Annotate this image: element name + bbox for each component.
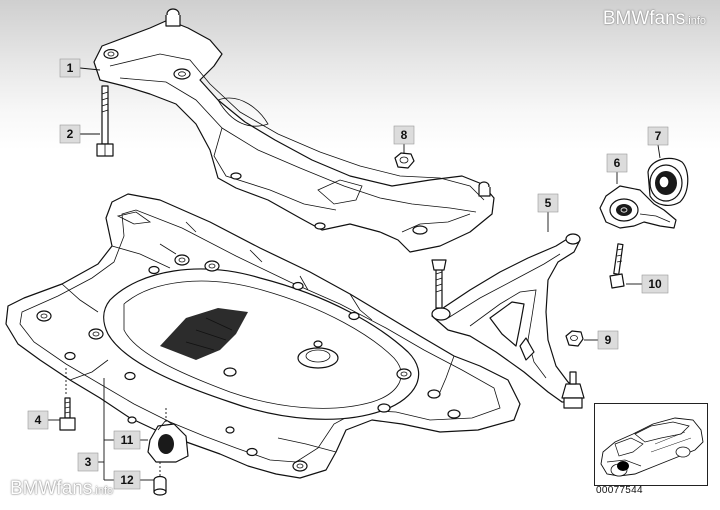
callout-label-10: 10 xyxy=(648,277,662,291)
callout-2[interactable]: 2 xyxy=(59,124,81,144)
hex-nut-8 xyxy=(394,152,415,169)
hex-bolt-2 xyxy=(96,85,114,157)
callout-1[interactable]: 1 xyxy=(59,58,81,78)
callout-10[interactable]: 10 xyxy=(641,274,669,294)
callout-label-8: 8 xyxy=(401,128,408,142)
callout-label-1: 1 xyxy=(67,61,74,75)
watermark-brand: BMWfans xyxy=(602,8,686,29)
callout-7[interactable]: 7 xyxy=(647,126,669,146)
rubber-bearing-11 xyxy=(147,419,189,463)
callout-label-9: 9 xyxy=(605,333,612,347)
rubber-mount-bracket xyxy=(599,185,677,229)
callout-3[interactable]: 3 xyxy=(77,452,99,472)
wishbone xyxy=(431,233,585,409)
callout-label-12: 12 xyxy=(120,473,134,487)
callout-5[interactable]: 5 xyxy=(537,193,559,213)
callout-6[interactable]: 6 xyxy=(606,153,628,173)
callout-11[interactable]: 11 xyxy=(113,430,141,450)
self-locking-nut-9 xyxy=(565,330,584,347)
callout-4[interactable]: 4 xyxy=(27,410,49,430)
vehicle-location-inset xyxy=(594,403,708,486)
watermark-tld: .info xyxy=(685,15,706,27)
front-axle-carrier xyxy=(93,8,495,253)
watermark-top: BMWfans.info xyxy=(603,8,706,30)
watermark-brand: BMWfans xyxy=(10,478,93,499)
rubber-mounting xyxy=(647,157,689,206)
screw-4 xyxy=(59,397,76,431)
watermark-tld: .info xyxy=(92,485,114,497)
callout-label-7: 7 xyxy=(655,129,662,143)
callout-label-4: 4 xyxy=(35,413,42,427)
leader-lines xyxy=(48,67,661,481)
callout-label-6: 6 xyxy=(614,156,621,170)
callout-9[interactable]: 9 xyxy=(597,330,619,350)
reinforcement-plate xyxy=(5,193,521,479)
bolt-12 xyxy=(153,475,167,496)
callout-8[interactable]: 8 xyxy=(393,125,415,145)
callout-12[interactable]: 12 xyxy=(113,470,141,490)
callout-label-5: 5 xyxy=(545,196,552,210)
callout-label-2: 2 xyxy=(67,127,74,141)
watermark-bottom: BMWfans.info xyxy=(10,478,113,500)
reference-number: 00077544 xyxy=(596,485,643,496)
hex-bolt-10 xyxy=(609,243,625,289)
callout-label-3: 3 xyxy=(85,455,92,469)
car-outline-icon xyxy=(600,417,704,477)
location-marker-icon xyxy=(617,461,629,471)
callout-label-11: 11 xyxy=(121,433,134,447)
